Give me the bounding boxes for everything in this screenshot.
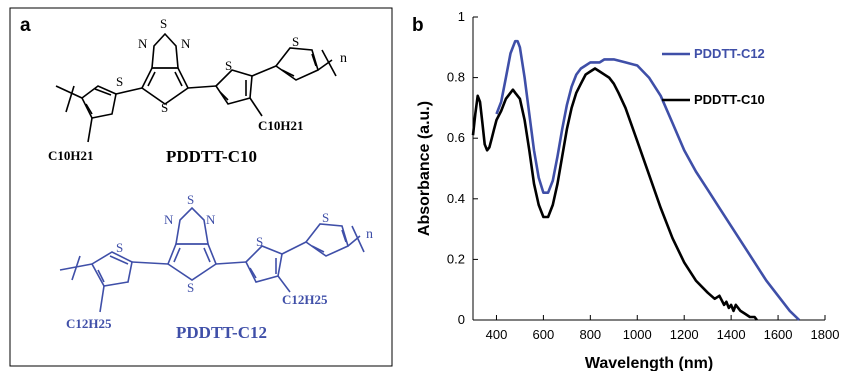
molecule-name-c12: PDDTT-C12: [176, 323, 267, 342]
x-tick-label: 1800: [811, 327, 840, 342]
molecule-pddtt-c12-labels: S S S N N S S n C12H25 C12H25 PDDTT-C12: [66, 192, 373, 342]
atom-n-label: N: [138, 36, 148, 51]
x-tick-label: 600: [533, 327, 555, 342]
y-tick-label: 0.6: [447, 130, 465, 145]
molecule-name-c10: PDDTT-C10: [166, 147, 257, 166]
atom-s-label: S: [256, 234, 263, 249]
repeat-n-label: n: [340, 51, 347, 66]
x-tick-label: 800: [579, 327, 601, 342]
alkyl-chain-left: C10H21: [48, 148, 94, 163]
atom-s-label: S: [187, 192, 194, 207]
series-layer: [471, 39, 801, 321]
x-tick-label: 1400: [717, 327, 746, 342]
panel-a-structures: a S S S N: [9, 7, 393, 367]
y-tick-label: 0.2: [447, 251, 465, 266]
series-line-pddtt-c10: [471, 67, 758, 321]
legend-label-pddtt-c10: PDDTT-C10: [694, 92, 765, 107]
panel-b-letter: b: [412, 15, 424, 36]
atom-s-label: S: [187, 280, 194, 295]
panel-a-letter: a: [20, 15, 31, 36]
atom-s-label: S: [116, 240, 123, 255]
alkyl-chain-right: C12H25: [282, 292, 328, 307]
x-axis-title: Wavelength (nm): [585, 355, 713, 371]
molecule-pddtt-c10: [55, 32, 337, 143]
atom-s-label: S: [322, 210, 329, 225]
alkyl-chain-right: C10H21: [258, 118, 304, 133]
atom-n-label: N: [164, 212, 174, 227]
atom-s-label: S: [116, 74, 123, 89]
molecule-pddtt-c12: [59, 206, 365, 313]
legend-label-pddtt-c12: PDDTT-C12: [694, 46, 765, 61]
y-tick-label: 0: [458, 312, 465, 327]
panel-b-absorbance-chart: b 400 600 800 1000 1200 1400 1600 1800 0 0.2 0.4 0.…: [412, 9, 840, 371]
x-tick-label: 400: [486, 327, 508, 342]
y-tick-label: 0.4: [447, 191, 465, 206]
axes: 400 600 800 1000 1200 1400 1600 1800 0 0.2 0.4 0.6 0…: [447, 9, 840, 342]
repeat-n-label: n: [366, 227, 373, 242]
atom-n-label: N: [181, 36, 191, 51]
atom-s-label: S: [292, 34, 299, 49]
x-tick-label: 1000: [623, 327, 652, 342]
molecule-pddtt-c10-labels: S S S N N S S n C10H21 C10H21 PDDTT-C10: [48, 16, 347, 166]
y-axis-title: Absorbance (a.u.): [416, 101, 433, 236]
y-tick-label: 1: [458, 9, 465, 24]
alkyl-chain-left: C12H25: [66, 316, 112, 331]
atom-s-label: S: [225, 58, 232, 73]
series-line-pddtt-c12: [495, 39, 801, 321]
x-tick-label: 1200: [670, 327, 699, 342]
x-tick-label: 1600: [764, 327, 793, 342]
y-tick-label: 0.8: [447, 70, 465, 85]
panel-a-frame: [9, 7, 393, 367]
atom-n-label: N: [206, 212, 216, 227]
atom-s-label: S: [160, 16, 167, 31]
atom-s-label: S: [161, 100, 168, 115]
